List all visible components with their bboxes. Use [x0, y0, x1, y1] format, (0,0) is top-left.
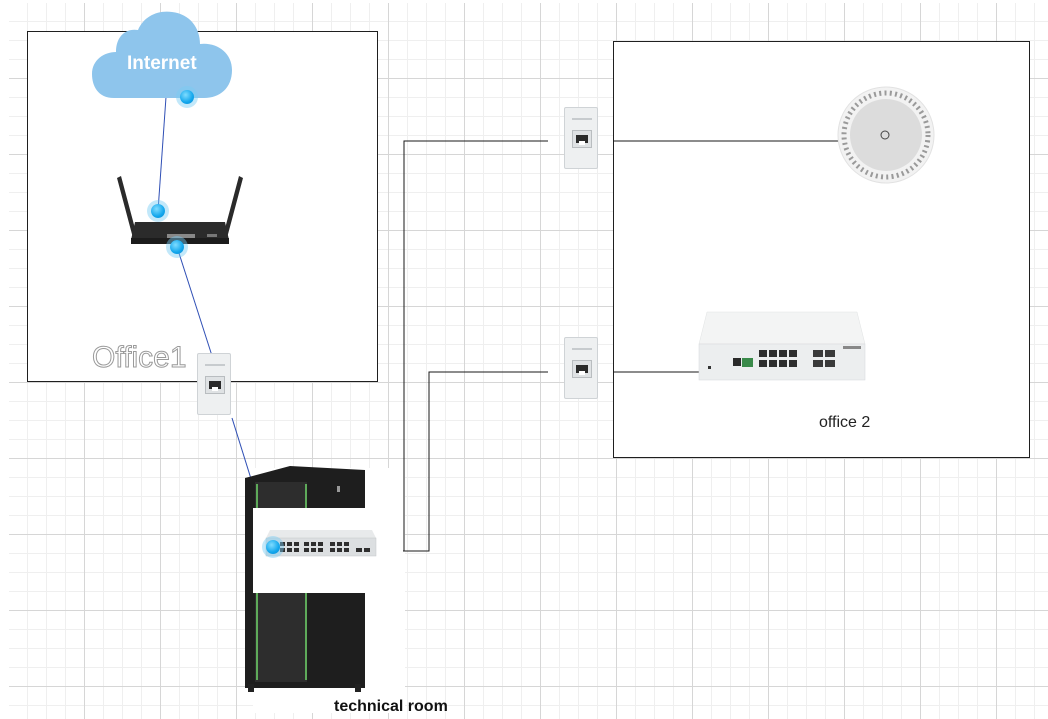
- room-office2[interactable]: [613, 41, 1030, 458]
- connector-dot[interactable]: [180, 90, 194, 104]
- connector-dot[interactable]: [151, 204, 165, 218]
- internet-label: Internet: [127, 53, 197, 74]
- wall-jack-icon[interactable]: [564, 337, 598, 399]
- core-switch-icon[interactable]: [264, 530, 378, 558]
- connector-dot[interactable]: [170, 240, 184, 254]
- wall-jack-icon[interactable]: [564, 107, 598, 169]
- wall-jack-icon[interactable]: [197, 353, 231, 415]
- office2-label: office 2: [819, 414, 871, 431]
- router-icon[interactable]: [115, 176, 245, 248]
- access-point-icon[interactable]: [837, 86, 935, 184]
- office1-label: Office1: [92, 341, 187, 374]
- internet-cloud-icon[interactable]: [92, 10, 234, 102]
- office2-switch-icon[interactable]: [697, 310, 869, 382]
- connector-dot[interactable]: [266, 540, 280, 554]
- technical-room-label: technical room: [334, 698, 448, 715]
